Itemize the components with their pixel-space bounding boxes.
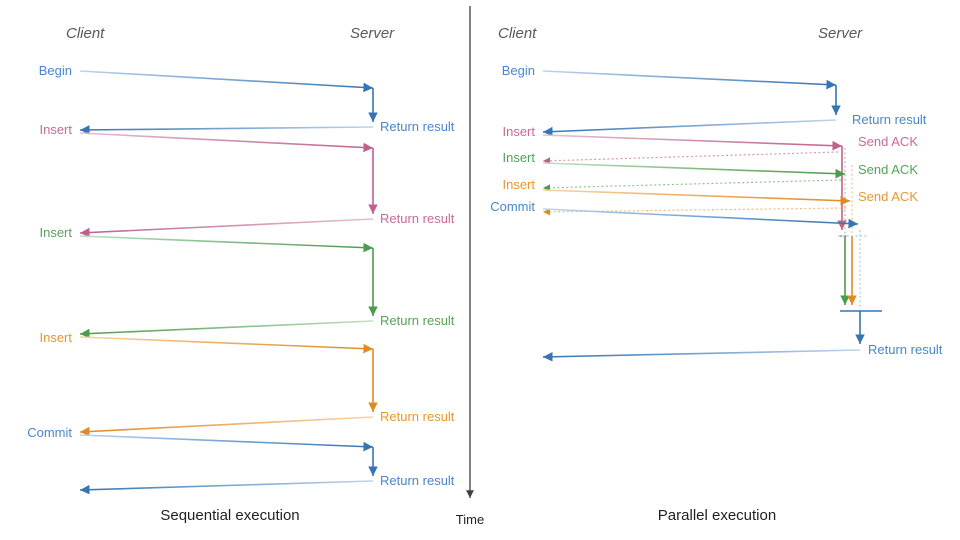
time-axis: Time — [456, 6, 484, 527]
msg-label-insert-3-left: Insert — [39, 330, 72, 345]
msg-label-insert-1-left: Insert — [39, 122, 72, 137]
message-insert-3-right: Insert Send ACK — [502, 165, 918, 305]
caption-parallel: Parallel execution — [658, 507, 776, 524]
panel-sequential: Client Server Begin Return result Insert… — [27, 25, 455, 524]
msg-label-insert-2-left: Insert — [39, 225, 72, 240]
msg-label-send-ack-2: Send ACK — [858, 162, 918, 177]
msg-label-return-result-3-left: Return result — [380, 313, 455, 328]
caption-sequential: Sequential execution — [160, 507, 299, 524]
message-insert-1-left: Insert Return result — [39, 122, 455, 238]
msg-label-send-ack-1: Send ACK — [858, 134, 918, 149]
lane-title-client-right: Client — [498, 25, 537, 42]
msg-label-send-ack-3: Send ACK — [858, 189, 918, 204]
msg-label-begin-left: Begin — [39, 63, 72, 78]
msg-label-return-result-2-right: Return result — [868, 342, 943, 357]
msg-label-commit-left: Commit — [27, 425, 72, 440]
msg-label-return-result-4-left: Return result — [380, 409, 455, 424]
message-insert-2-left: Insert Return result — [39, 225, 455, 339]
msg-label-begin-right: Begin — [502, 63, 535, 78]
msg-label-return-result-1-right: Return result — [852, 112, 927, 127]
message-commit-left: Commit Return result — [27, 425, 455, 495]
msg-label-insert-3-right: Insert — [502, 177, 535, 192]
message-begin-left: Begin Return result — [39, 63, 455, 135]
message-commit-right: Commit Return result — [490, 199, 943, 362]
time-axis-label: Time — [456, 512, 484, 527]
message-begin-right: Begin Return result — [502, 63, 927, 137]
panel-parallel: Client Server Begin Return result Insert… — [490, 25, 943, 524]
lane-title-server-right: Server — [818, 25, 863, 42]
msg-label-return-result-1-left: Return result — [380, 119, 455, 134]
lane-title-client-left: Client — [66, 25, 105, 42]
message-insert-2-right: Insert Send ACK — [502, 148, 918, 305]
message-insert-1-right: Insert Send ACK — [502, 124, 918, 237]
message-insert-3-left: Insert Return result — [39, 330, 455, 437]
msg-label-insert-1-right: Insert — [502, 124, 535, 139]
msg-label-insert-2-right: Insert — [502, 150, 535, 165]
lane-title-server-left: Server — [350, 25, 395, 42]
msg-label-return-result-5-left: Return result — [380, 473, 455, 488]
msg-label-return-result-2-left: Return result — [380, 211, 455, 226]
msg-label-commit-right: Commit — [490, 199, 535, 214]
